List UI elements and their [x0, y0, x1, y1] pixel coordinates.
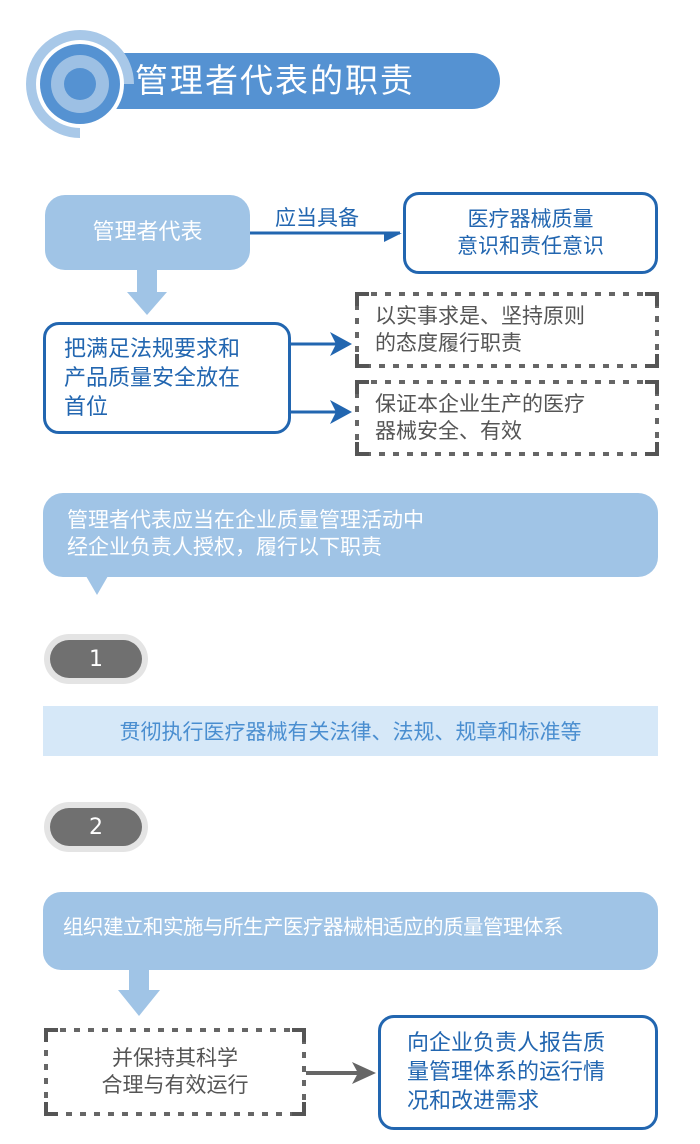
- maintain-box: 并保持其科学 合理与有效运行: [44, 1028, 306, 1116]
- duty-1-strip: 贯彻执行医疗器械有关法律、法规、规章和标准等: [43, 706, 658, 756]
- page-title: 管理者代表的职责: [135, 61, 415, 100]
- dashed-box-frame: [355, 292, 659, 368]
- arrow-right-icon: [290, 332, 352, 356]
- safety-box: 保证本企业生产的医疗 器械安全、有效: [375, 380, 655, 456]
- duty-2-text: 组织建立和实施与所生产医疗器械相适应的质量管理体系: [63, 914, 564, 939]
- manager-rep-label: 管理者代表: [92, 220, 203, 245]
- priority-line-3: 首位: [64, 394, 109, 420]
- principle-line-1: 以实事求是、坚持原则: [375, 304, 585, 328]
- duty-2-box: 组织建立和实施与所生产医疗器械相适应的质量管理体系: [43, 892, 658, 970]
- report-line-1: 向企业负责人报告质: [407, 1031, 606, 1056]
- arrow-down-icon: [127, 270, 167, 315]
- arrow-right-icon: [306, 1062, 376, 1084]
- arrow-right-icon: [290, 400, 352, 424]
- principle-line-2: 的态度履行职责: [375, 331, 522, 355]
- duty-1-text: 贯彻执行医疗器械有关法律、法规、规章和标准等: [119, 720, 582, 744]
- quality-awareness-line-1: 医疗器械质量: [467, 207, 594, 231]
- bubble-tail-icon: [86, 576, 108, 595]
- intro-bubble: 管理者代表应当在企业质量管理活动中 经企业负责人授权，履行以下职责: [43, 493, 658, 577]
- report-line-2: 量管理体系的运行情: [407, 1060, 606, 1085]
- maintain-line-2: 合理与有效运行: [101, 1073, 249, 1097]
- quality-awareness-line-2: 意识和责任意识: [457, 234, 604, 258]
- duty-badge-2: 2: [44, 802, 148, 852]
- dashed-box-frame: [355, 380, 659, 456]
- priority-box: 把满足法规要求和 产品质量安全放在 首位: [43, 322, 291, 434]
- report-line-3: 况和改进需求: [407, 1089, 540, 1114]
- safety-line-2: 器械安全、有效: [375, 419, 522, 443]
- duty-number-2: 2: [50, 808, 142, 846]
- duty-number-1: 1: [50, 640, 142, 678]
- report-box: 向企业负责人报告质 量管理体系的运行情 况和改进需求: [378, 1015, 658, 1130]
- manager-rep-box: 管理者代表: [45, 195, 250, 270]
- duty-badge-1: 1: [44, 634, 148, 684]
- priority-line-1: 把满足法规要求和: [64, 336, 241, 362]
- arrow-right-icon: [250, 231, 402, 242]
- header-bar: [100, 53, 500, 109]
- dashed-box-frame: [44, 1028, 306, 1116]
- arrow-label-should-have: 应当具备: [275, 206, 359, 230]
- arrow-down-icon: [118, 968, 160, 1016]
- quality-awareness-box: 医疗器械质量 意识和责任意识: [403, 192, 658, 274]
- intro-line-2: 经企业负责人授权，履行以下职责: [67, 535, 382, 559]
- principle-box: 以实事求是、坚持原则 的态度履行职责: [375, 292, 655, 368]
- target-circle-icon: [26, 30, 134, 138]
- intro-line-1: 管理者代表应当在企业质量管理活动中: [67, 508, 424, 532]
- priority-line-2: 产品质量安全放在: [64, 365, 241, 391]
- safety-line-1: 保证本企业生产的医疗: [375, 392, 585, 416]
- maintain-line-1: 并保持其科学: [112, 1046, 238, 1070]
